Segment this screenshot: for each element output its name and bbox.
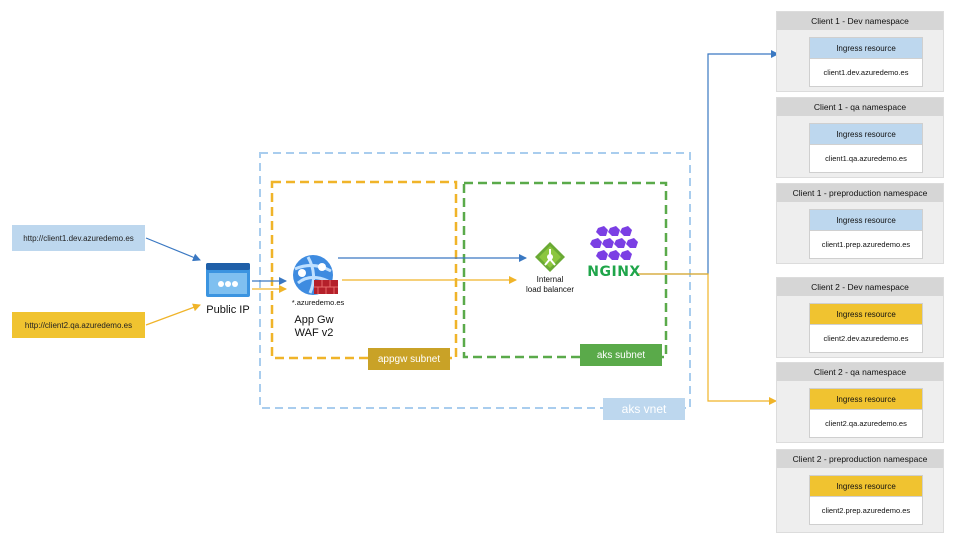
aks-vnet-tag: aks vnet bbox=[603, 398, 685, 420]
aks-subnet-boundary bbox=[462, 181, 668, 359]
namespace-panel-client2-dev: Client 2 - Dev namespace Ingress resourc… bbox=[776, 277, 944, 358]
load-balancer-icon bbox=[534, 241, 566, 273]
route-nginx-to-client2-qa bbox=[638, 273, 777, 405]
ingress-host: client1.prep.azuredemo.es bbox=[821, 239, 911, 249]
client2-url-text: http://client2.qa.azuredemo.es bbox=[24, 320, 133, 330]
ingress-resource-box: Ingress resource client2.dev.azuredemo.e… bbox=[809, 303, 923, 353]
ingress-resource-box: Ingress resource client2.prep.azuredemo.… bbox=[809, 475, 923, 525]
load-balancer-label-line2: load balancer bbox=[525, 285, 575, 294]
namespace-panel-client1-preprod: Client 1 - preproduction namespace Ingre… bbox=[776, 183, 944, 264]
route-nginx-to-client1-dev bbox=[638, 50, 779, 275]
ingress-host: client1.qa.azuredemo.es bbox=[825, 153, 907, 163]
ingress-resource-label: Ingress resource bbox=[810, 389, 922, 410]
ingress-host: client2.qa.azuredemo.es bbox=[825, 418, 907, 428]
namespace-title: Client 2 - preproduction namespace bbox=[777, 450, 943, 468]
ingress-resource-label: Ingress resource bbox=[810, 124, 922, 145]
namespace-panel-client2-preprod: Client 2 - preproduction namespace Ingre… bbox=[776, 449, 944, 533]
aks-subnet-tag: aks subnet bbox=[580, 344, 662, 366]
ingress-resource-box: Ingress resource client1.prep.azuredemo.… bbox=[809, 209, 923, 259]
app-gateway-title-line2: WAF v2 bbox=[294, 327, 334, 339]
namespace-title: Client 2 - Dev namespace bbox=[777, 278, 943, 296]
nginx-ingress-icon bbox=[590, 226, 638, 286]
app-gateway-title-line1: App Gw bbox=[294, 314, 334, 326]
appgw-subnet-tag: appgw subnet bbox=[368, 348, 450, 370]
load-balancer-label-line1: Internal bbox=[536, 275, 564, 284]
namespace-panel-client2-qa: Client 2 - qa namespace Ingress resource… bbox=[776, 362, 944, 443]
public-ip-icon bbox=[206, 263, 250, 297]
client2-url-box: http://client2.qa.azuredemo.es bbox=[12, 312, 145, 338]
namespace-title: Client 2 - qa namespace bbox=[777, 363, 943, 381]
ingress-resource-label: Ingress resource bbox=[810, 304, 922, 325]
ingress-host: client1.dev.azuredemo.es bbox=[823, 67, 909, 77]
namespace-panel-client1-qa: Client 1 - qa namespace Ingress resource… bbox=[776, 97, 944, 178]
ingress-resource-box: Ingress resource client1.qa.azuredemo.es bbox=[809, 123, 923, 173]
app-gateway-waf-icon bbox=[288, 253, 340, 297]
namespace-panel-client1-dev: Client 1 - Dev namespace Ingress resourc… bbox=[776, 11, 944, 92]
nginx-label: NGINX bbox=[587, 264, 641, 280]
app-gateway-domain: *.azuredemo.es bbox=[291, 298, 345, 307]
namespace-title: Client 1 - qa namespace bbox=[777, 98, 943, 116]
client1-url-box: http://client1.dev.azuredemo.es bbox=[12, 225, 145, 251]
arrow-client1-to-public-ip bbox=[145, 237, 201, 262]
public-ip-label: Public IP bbox=[206, 304, 250, 316]
ingress-resource-box: Ingress resource client1.dev.azuredemo.e… bbox=[809, 37, 923, 87]
ingress-resource-label: Ingress resource bbox=[810, 476, 922, 497]
ingress-resource-label: Ingress resource bbox=[810, 38, 922, 59]
arrow-client2-to-public-ip bbox=[145, 303, 201, 326]
ingress-resource-box: Ingress resource client2.qa.azuredemo.es bbox=[809, 388, 923, 438]
client1-url-text: http://client1.dev.azuredemo.es bbox=[23, 233, 134, 243]
namespace-title: Client 1 - preproduction namespace bbox=[777, 184, 943, 202]
ingress-host: client2.prep.azuredemo.es bbox=[821, 505, 911, 515]
ingress-host: client2.dev.azuredemo.es bbox=[823, 333, 909, 343]
ingress-resource-label: Ingress resource bbox=[810, 210, 922, 231]
appgw-subnet-boundary bbox=[270, 180, 458, 360]
namespace-title: Client 1 - Dev namespace bbox=[777, 12, 943, 30]
